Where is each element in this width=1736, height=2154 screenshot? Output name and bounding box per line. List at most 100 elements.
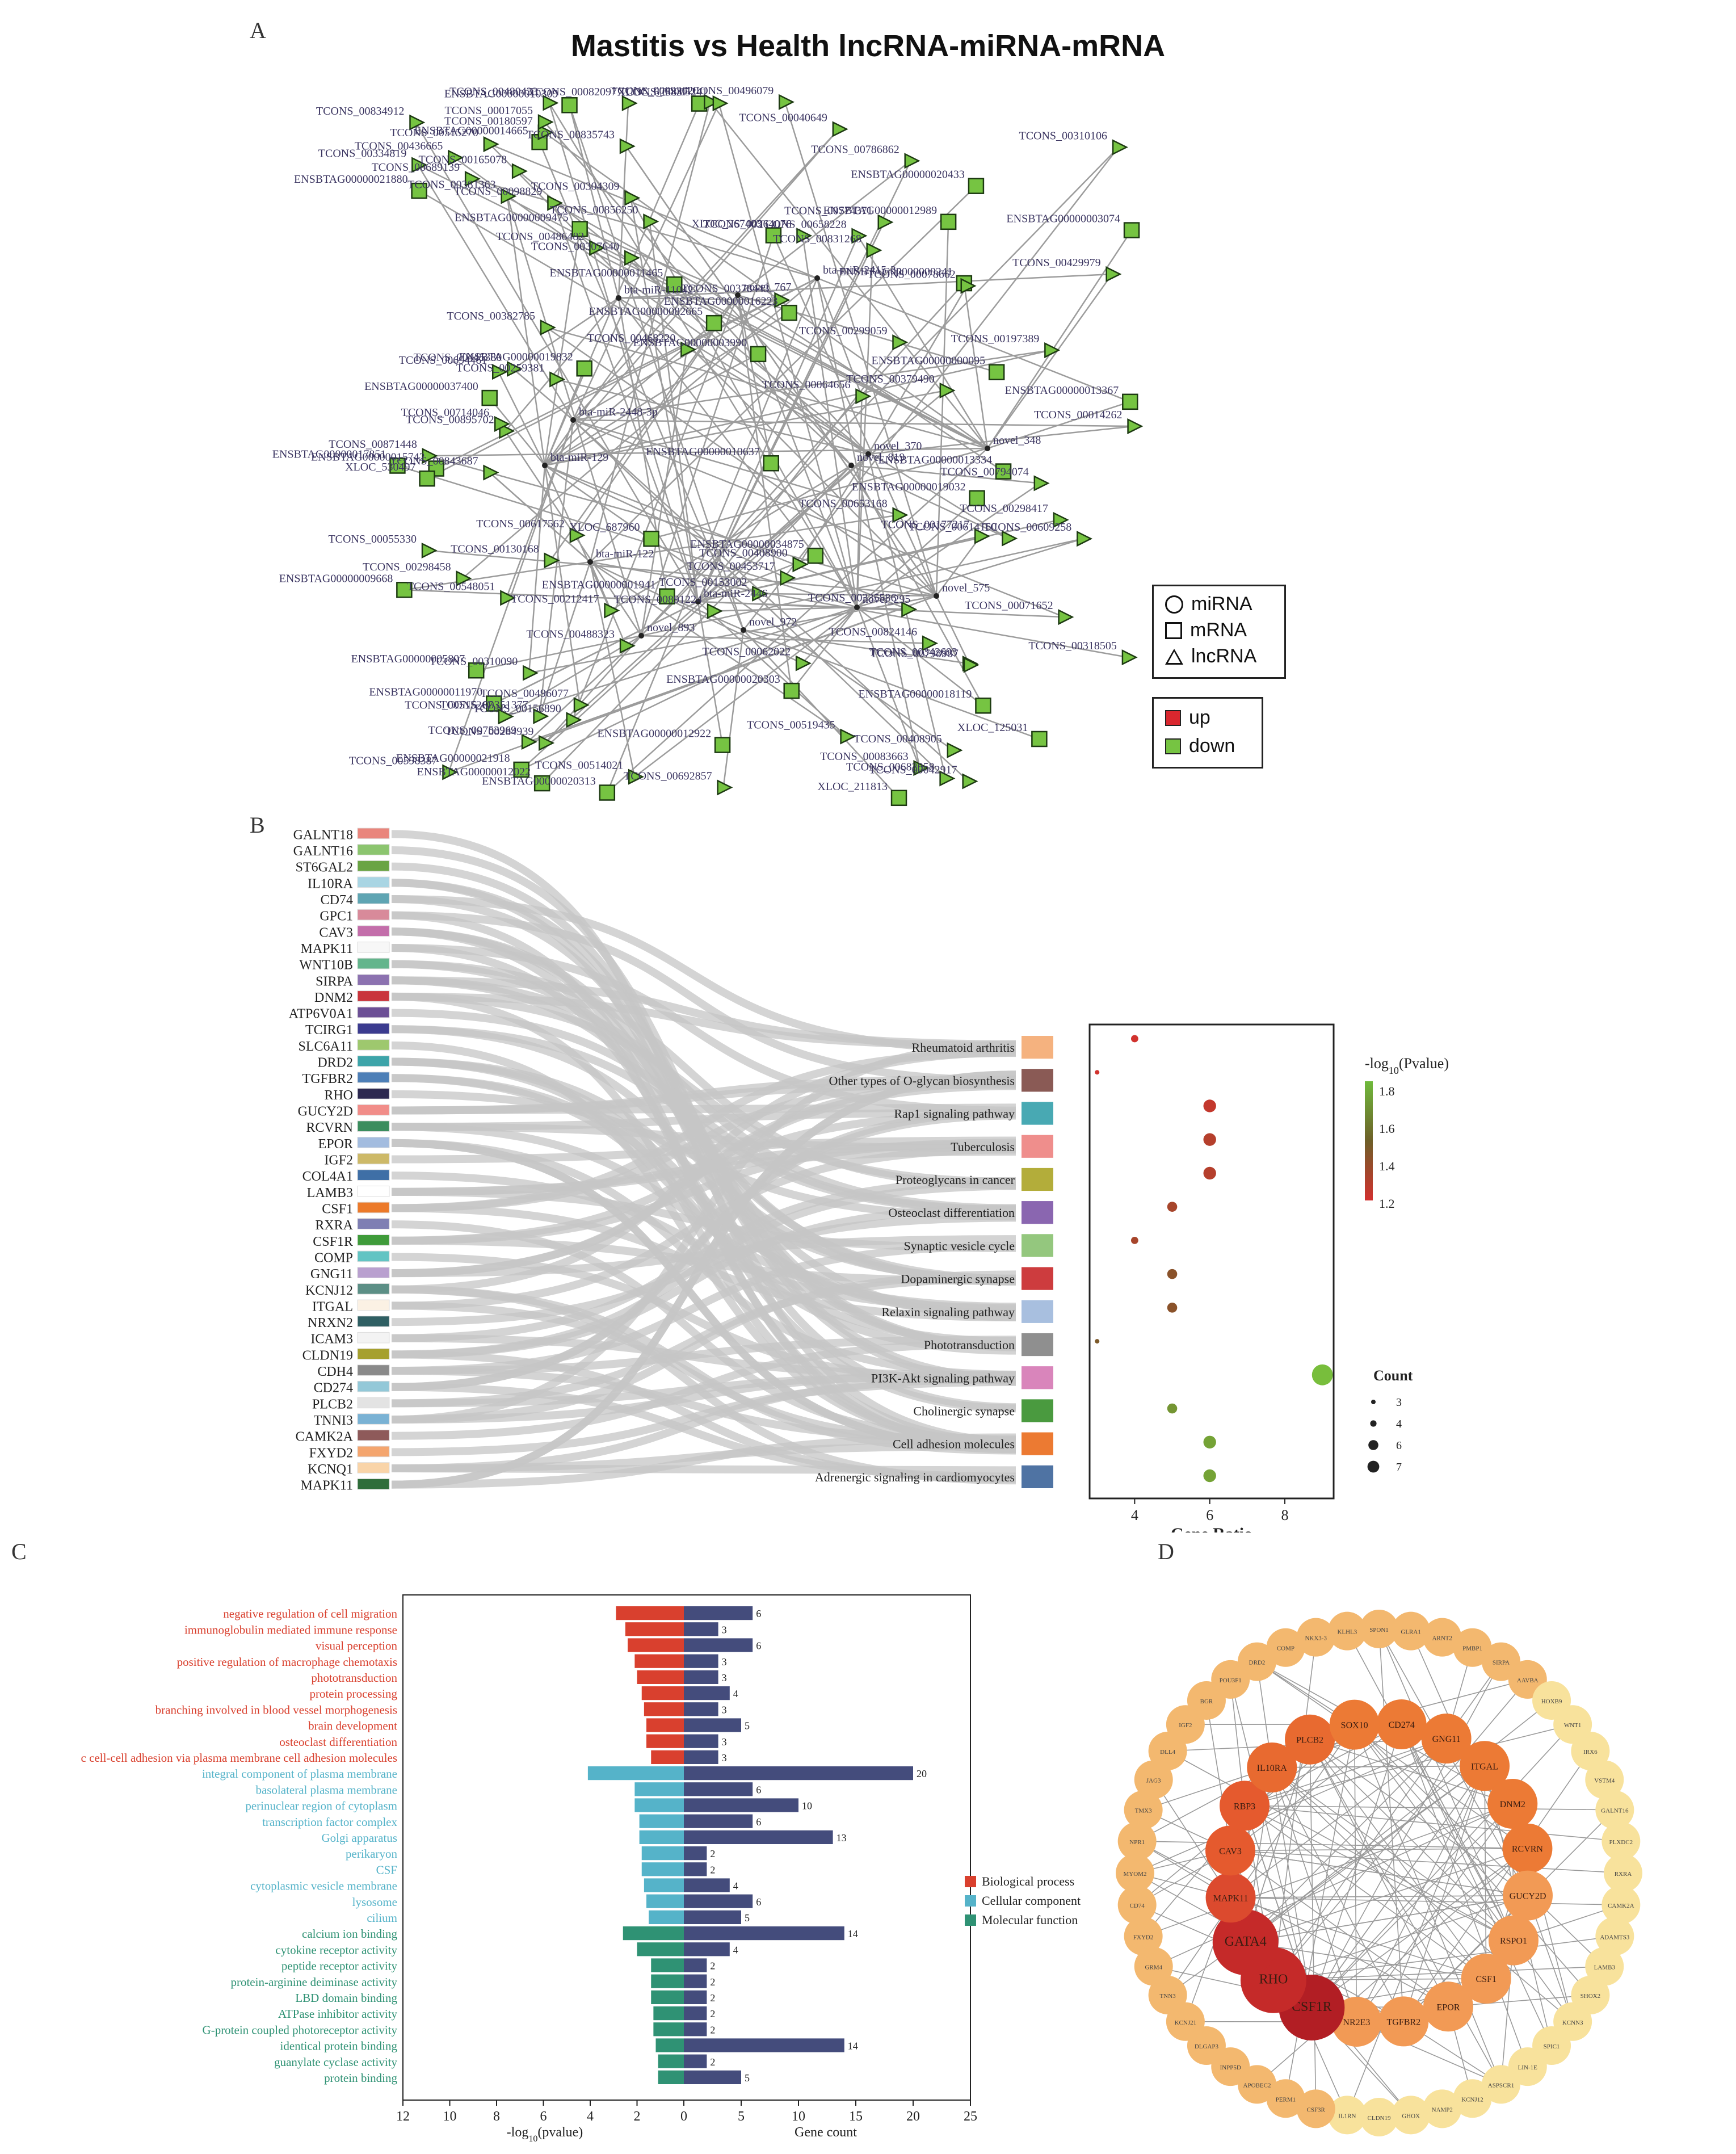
count-value-label: 2 (710, 2024, 715, 2035)
x-tick-label: 5 (738, 2109, 745, 2124)
x-tick-label: 6 (1206, 1507, 1213, 1523)
ppi-outer-node (1327, 2096, 1367, 2135)
network-edge (634, 607, 858, 778)
network-edge (428, 455, 937, 597)
network-edge (544, 635, 642, 744)
count-bar (684, 1654, 718, 1668)
ppi-edge (1403, 1750, 1591, 2022)
ppi-outer-node (1266, 1628, 1305, 1667)
count-value-label: 6 (756, 1784, 761, 1795)
category-label: osteoclast differentiation (279, 1735, 397, 1749)
count-value-label: 13 (837, 1832, 847, 1844)
pvalue-bar (644, 1702, 684, 1716)
network-edge (867, 285, 968, 455)
mirna-node (814, 275, 820, 281)
node-label: TCONS_00496079 (686, 85, 774, 97)
mirna-node (638, 633, 644, 639)
node-label: TCONS_00335536 (808, 592, 897, 604)
ppi-node-label: WNT1 (1564, 1722, 1582, 1729)
lncrna-node (621, 95, 638, 111)
ppi-inner-node (1285, 1714, 1335, 1765)
ppi-edge (1230, 1897, 1486, 1979)
gene-bar (357, 974, 390, 986)
pvalue-tick-label: 1.6 (1379, 1122, 1395, 1136)
pathway-label: Synaptic vesicle cycle (904, 1238, 1015, 1253)
ppi-inner-node (1461, 1954, 1511, 2004)
sankey-flow (391, 1090, 1016, 1221)
gene-bar (357, 958, 390, 969)
pathway-label: PI3K-Akt signaling pathway (871, 1371, 1015, 1385)
sankey-flow (391, 1078, 1016, 1278)
node-label: ENSBTAG00000009668 (279, 572, 393, 585)
regulation-legend: up down (1152, 697, 1263, 769)
mrna-node (571, 221, 588, 237)
ppi-edge (1273, 1738, 1447, 1981)
count-bar (684, 1782, 753, 1796)
gene-bar (357, 1397, 390, 1409)
ppi-node-label: SIRPA (1493, 1660, 1510, 1666)
lncrna-node (456, 570, 472, 587)
network-edge (743, 146, 1120, 631)
lncrna-node (619, 138, 636, 154)
network-edge (784, 102, 938, 597)
ppi-node-label: KCNJ21 (1175, 2019, 1197, 2026)
network-edge (697, 235, 859, 602)
lncrna-node (1058, 609, 1074, 625)
node-label: TCONS_00714046 (401, 406, 490, 419)
pathway-bar (1022, 1036, 1053, 1059)
ppi-outer-node (1360, 2098, 1398, 2136)
pvalue-bar (616, 1606, 684, 1620)
gene-label: COL4A1 (302, 1169, 353, 1184)
lncrna-node (483, 136, 499, 153)
lncrna-node (521, 733, 537, 750)
network-edge (798, 454, 869, 565)
ppi-node-label: SHOX2 (1581, 1993, 1600, 2000)
count-bar (684, 2038, 844, 2052)
pvalue-bar (634, 1654, 684, 1668)
node-label: TCONS_00445380 (414, 351, 502, 364)
ppi-node-label: SPIC1 (1544, 2043, 1560, 2050)
gene-bar (357, 1380, 390, 1392)
node-label: TCONS_00351377 (440, 699, 528, 711)
network-labels: ENSBTAG00000017851ENSBTAG00000012022ENSB… (272, 85, 1123, 793)
count-bar (684, 1638, 753, 1652)
x-tick-label: 0 (680, 2109, 687, 2124)
ppi-edge (1245, 1848, 1528, 1943)
pvalue-bar (646, 1894, 684, 1908)
ppi-node-label: IGF2 (1179, 1722, 1192, 1729)
category-label: c cell-cell adhesion via plasma membrane… (81, 1751, 397, 1765)
ppi-inner-nodes: CD274GNG11ITGALDNM2RCVRNGUCY2DRSPO1CSF1E… (1205, 1699, 1553, 2047)
network-edge (573, 128, 839, 421)
ppi-inner-node (1488, 1915, 1539, 1966)
network-edge (544, 349, 1051, 467)
lncrna-node (1121, 649, 1138, 666)
network-edge (590, 561, 802, 664)
count-bar (684, 1686, 730, 1700)
gene-bar (357, 1316, 390, 1327)
legend-down: down (1165, 735, 1235, 757)
network-edge (461, 278, 818, 580)
node-label: ENSBTAG00000011970 (369, 686, 482, 699)
count-bar (684, 2022, 707, 2037)
lncrna-node (792, 556, 809, 573)
lncrna-node (566, 712, 582, 728)
lncrna-node (780, 570, 796, 586)
pvalue-bar (644, 1878, 684, 1892)
node-label: TCONS_00515270 (390, 127, 478, 139)
network-edge (476, 635, 642, 671)
network-edge (506, 196, 642, 636)
ppi-inner-node (1212, 1909, 1279, 1975)
network-nodes (389, 94, 1144, 807)
x-tick-label: 10 (792, 2109, 805, 2124)
ppi-edge (1273, 1679, 1528, 1981)
triangle-icon (1165, 648, 1183, 665)
gene-label: ICAM3 (310, 1332, 353, 1347)
network-edge (553, 203, 699, 602)
legend-label: Cellular component (982, 1893, 1081, 1908)
mrna-node (781, 304, 797, 321)
ppi-edge (1356, 1803, 1513, 2022)
count-value-label: 3 (722, 1752, 727, 1763)
gene-bar (357, 1169, 390, 1181)
mirna-label: bta-miR-2448-3p (579, 406, 658, 418)
